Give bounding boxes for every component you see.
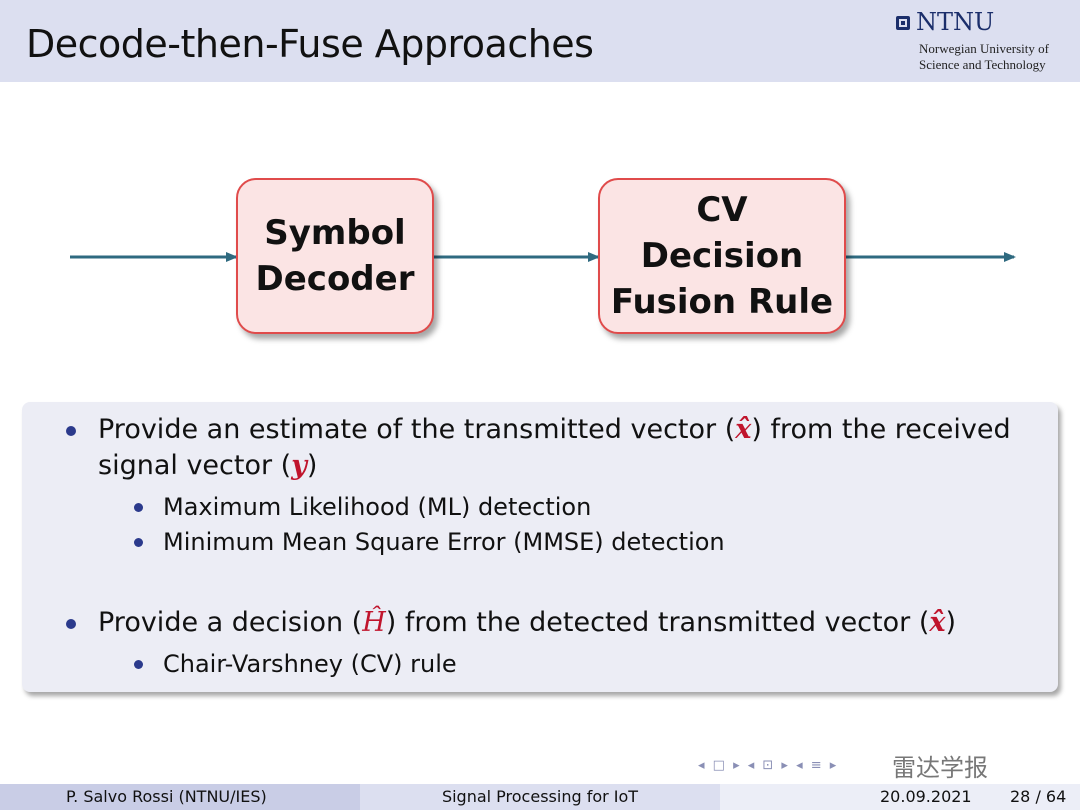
footer-right: 20.09.2021 28 / 64 (720, 784, 1080, 810)
item2-text-b: ) from the detected transmitted vector ( (385, 607, 930, 638)
sub-item-ml: Maximum Likelihood (ML) detection (163, 493, 592, 521)
slide-title: Decode-then-Fuse Approaches (26, 22, 594, 66)
logo-name: NTNU (916, 8, 995, 36)
block-diagram: Symbol Decoder CV Decision Fusion Rule (0, 170, 1080, 350)
item1-text-a: Provide an estimate of the transmitted v… (98, 414, 736, 445)
watermark: 雷达学报 (892, 754, 988, 782)
item2-sym-h: Ĥ (362, 607, 386, 638)
sub-item-mmse: Minimum Mean Square Error (MMSE) detecti… (163, 528, 725, 556)
logo-subtitle-line1: Norwegian University of (919, 41, 1049, 56)
bullet-icon (66, 619, 76, 629)
item1-text-d: ) (306, 450, 318, 481)
ntnu-logo-icon (896, 16, 910, 30)
item2-sym-x: x̂ (929, 607, 946, 638)
symbol-decoder-block: Symbol Decoder (236, 178, 434, 334)
item1-text-b: ) from the received (751, 414, 1011, 445)
slide-footer: P. Salvo Rossi (NTNU/IES) Signal Process… (0, 784, 1080, 810)
diagram-arrows (70, 252, 1016, 262)
item1-line2: signal vector (y) (98, 450, 317, 481)
sub-bullet-icon (134, 538, 143, 547)
logo-subtitle-line2: Science and Technology (919, 57, 1046, 72)
slide-header: Decode-then-Fuse Approaches NTNU Norwegi… (0, 0, 1080, 82)
footer-page: 28 / 64 (1010, 787, 1067, 806)
item2-text-c: ) (945, 607, 957, 638)
item2-text-a: Provide a decision ( (98, 607, 363, 638)
footer-date: 20.09.2021 (880, 787, 972, 806)
item1-sym-y: y (291, 450, 307, 481)
sub-bullet-icon (134, 660, 143, 669)
block1-line2: Decoder (255, 259, 415, 299)
block2-line1: CV (696, 190, 748, 230)
item2-line1: Provide a decision (Ĥ) from the detected… (98, 607, 956, 638)
footer-author: P. Salvo Rossi (NTNU/IES) (0, 784, 360, 810)
item1-line1: Provide an estimate of the transmitted v… (98, 414, 1011, 445)
footer-course: Signal Processing for IoT (360, 784, 720, 810)
cv-fusion-block: CV Decision Fusion Rule (598, 178, 846, 334)
block2-line3: Fusion Rule (610, 282, 834, 322)
content-box: Provide an estimate of the transmitted v… (22, 402, 1058, 692)
item1-sym-x: x̂ (735, 414, 752, 445)
bullet-icon (66, 426, 76, 436)
block2-line2: Decision (640, 236, 804, 276)
ntnu-logo: NTNU Norwegian University of Science and… (896, 8, 1071, 74)
item1-text-c: signal vector ( (98, 450, 292, 481)
sub-item-cv: Chair-Varshney (CV) rule (163, 650, 457, 678)
logo-subtitle: Norwegian University of Science and Tech… (919, 41, 1049, 73)
beamer-navigation[interactable]: ◂ □ ▸ ◂ ⊡ ▸ ◂ ≡ ▸ (698, 758, 839, 773)
sub-bullet-icon (134, 503, 143, 512)
block1-line1: Symbol (264, 213, 406, 253)
